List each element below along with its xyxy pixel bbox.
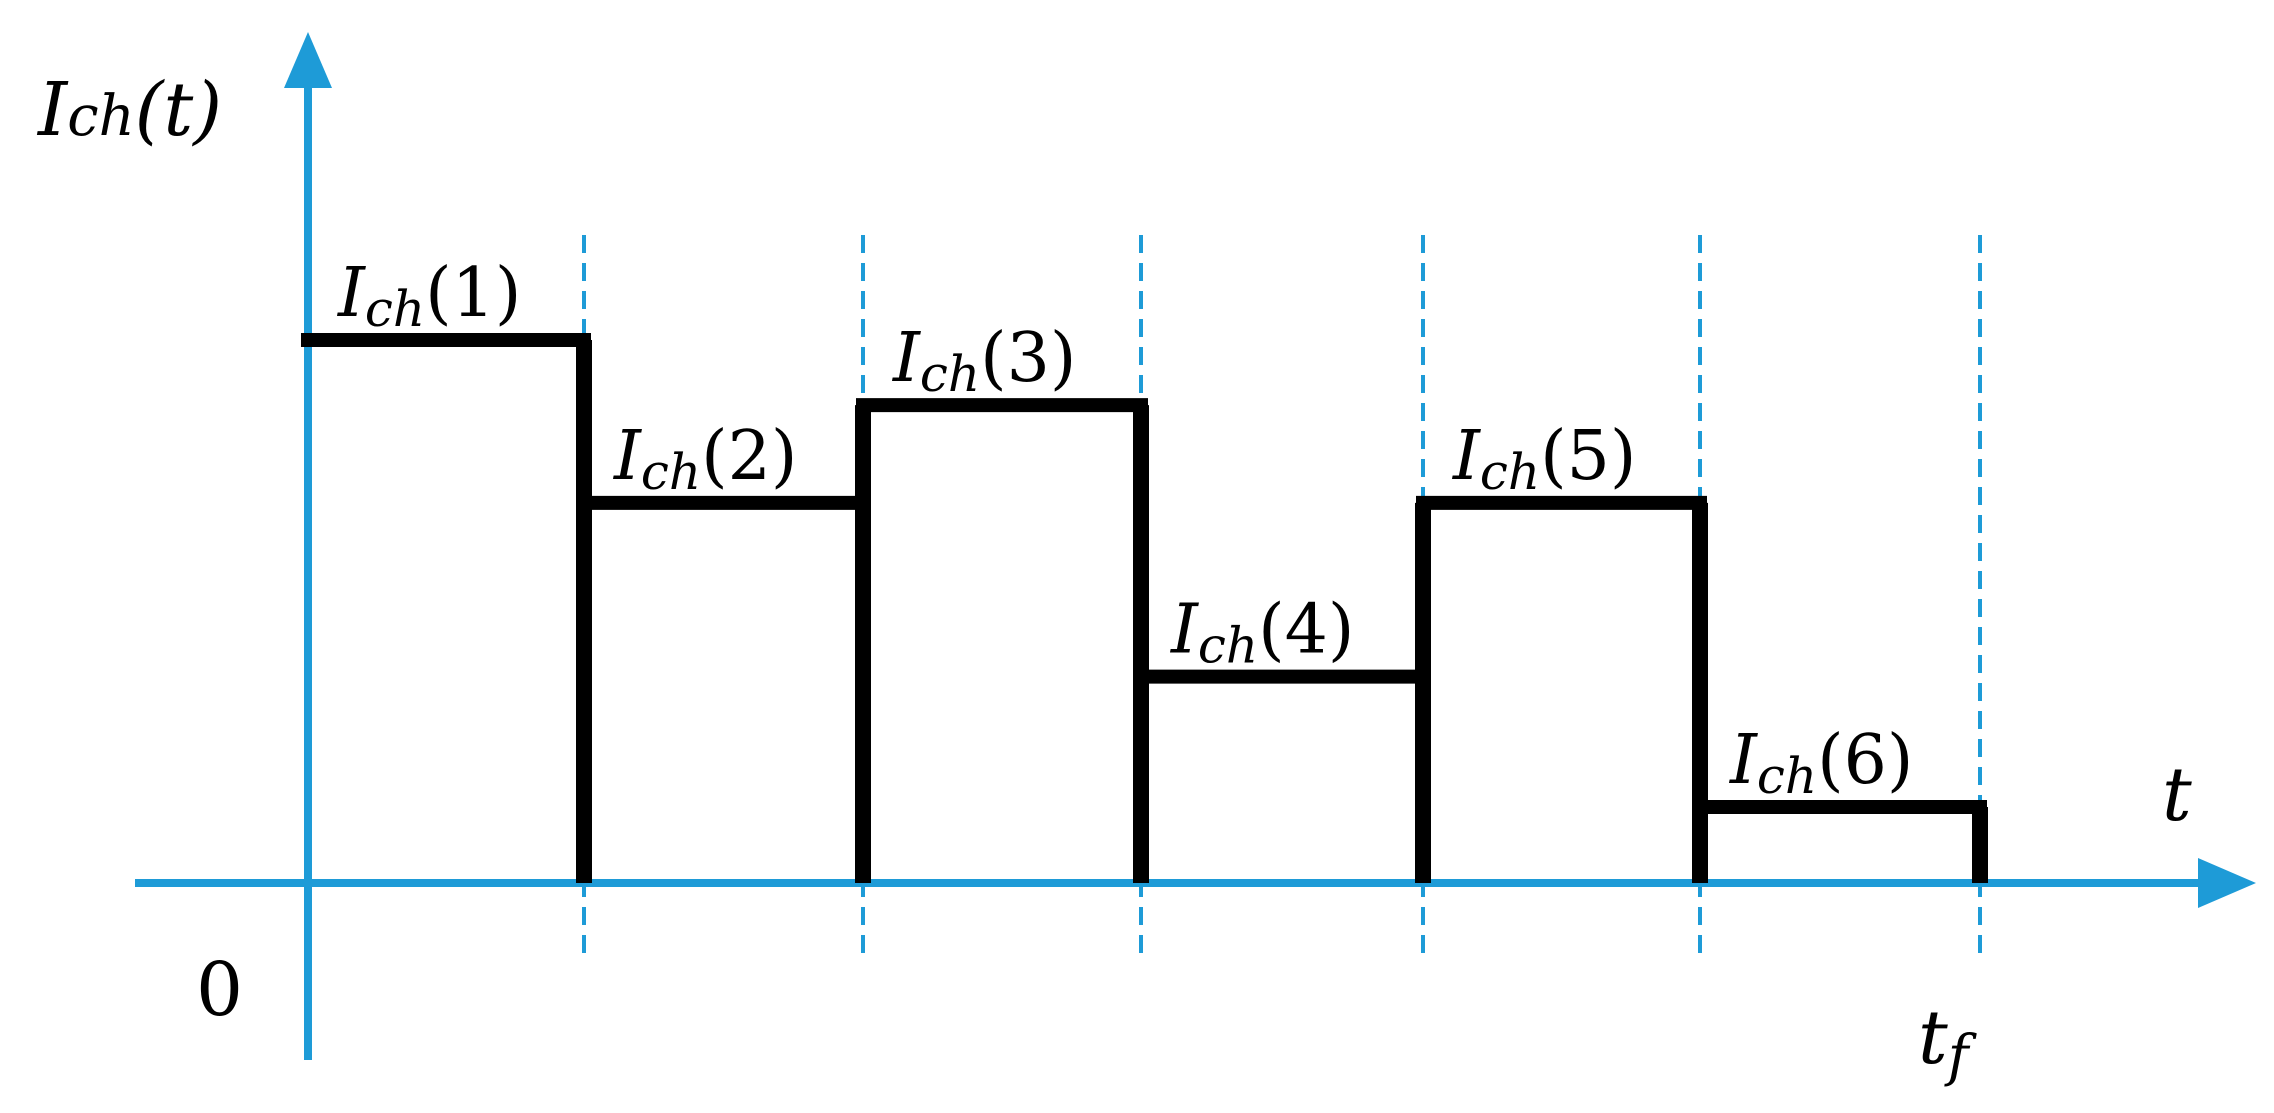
segment-label: Ich(5) [1451, 417, 1636, 501]
x-axis-arrow-icon [2198, 858, 2256, 908]
segment-label: Ich(1) [336, 254, 521, 338]
y-axis-label: Ich(t) [36, 67, 222, 153]
y-axis-arrow-icon [284, 32, 332, 88]
step-function [301, 333, 1988, 883]
segment-label: Ich(3) [891, 319, 1076, 403]
x-axis-label: t [2162, 752, 2192, 838]
origin-label: 0 [196, 947, 243, 1033]
segment-label: Ich(6) [1728, 721, 1913, 805]
axes [135, 32, 2256, 1060]
segment-label: Ich(4) [1169, 591, 1354, 675]
segment-label: Ich(2) [612, 417, 797, 501]
segment-labels: Ich(1) Ich(2) Ich(3) Ich(4) Ich(5) Ich(6) [336, 254, 1913, 805]
end-time-label: tf [1918, 995, 1978, 1089]
